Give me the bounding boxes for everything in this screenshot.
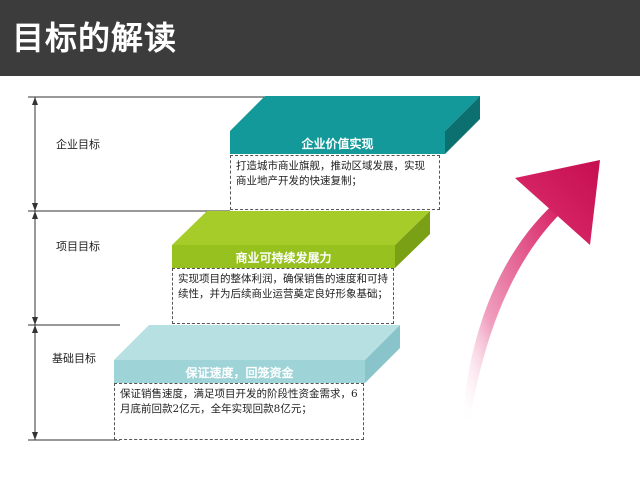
step-3-front-face bbox=[114, 360, 365, 383]
step-3-side-face bbox=[365, 325, 400, 383]
arrow-tip-2a bbox=[32, 317, 38, 325]
step-1-front-face bbox=[230, 131, 445, 154]
level-label-basic: 基础目标 bbox=[52, 352, 96, 365]
step-1-side-face bbox=[445, 96, 480, 154]
step-3-top-face bbox=[114, 325, 400, 360]
step-1-title: 企业价值实现 bbox=[301, 137, 374, 151]
page-title: 目标的解读 bbox=[12, 19, 178, 57]
arrow-tip-1b bbox=[32, 211, 38, 219]
step-2-title: 商业可持续发展力 bbox=[235, 251, 332, 265]
step-2-side-face bbox=[395, 211, 430, 268]
level-label-project: 项目目标 bbox=[56, 240, 100, 253]
step-3-description: 保证销售速度，满足项目开发的阶段性资金需求，6月底前回款2亿元，全年实现回款8亿… bbox=[114, 383, 364, 440]
step-1-description: 打造城市商业旗舰，推动区域发展，实现商业地产开发的快速复制； bbox=[230, 155, 440, 210]
arrow-tip-1a bbox=[32, 203, 38, 211]
arrow-tip-bottom bbox=[32, 432, 38, 440]
step-3-title: 保证速度，回笼资金 bbox=[185, 366, 294, 380]
step-2-top-face bbox=[172, 211, 430, 245]
arrow-tip-2b bbox=[32, 325, 38, 333]
growth-arrow-body bbox=[462, 198, 568, 420]
level-label-corporate: 企业目标 bbox=[56, 138, 100, 151]
header-bar: 目标的解读 bbox=[0, 0, 640, 76]
growth-arrow-head bbox=[515, 160, 600, 245]
step-1-top-face bbox=[230, 96, 480, 131]
step-2-description: 实现项目的整体利润，确保销售的速度和可持续性，并为后续商业运营奠定良好形象基础； bbox=[172, 268, 394, 324]
arrow-tip-top bbox=[32, 97, 38, 105]
step-2-front-face bbox=[172, 245, 395, 268]
